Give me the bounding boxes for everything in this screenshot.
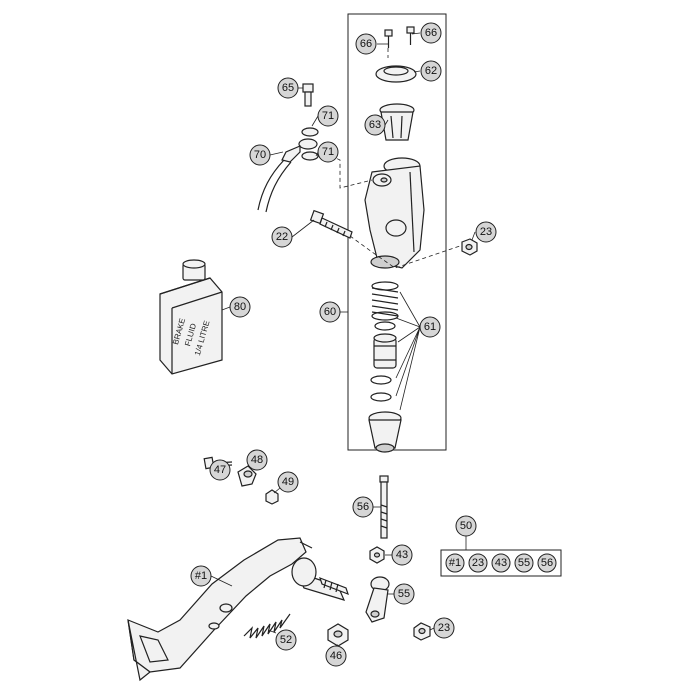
- callout-66-right: 66: [420, 22, 442, 44]
- callout-49: 49: [277, 471, 299, 493]
- bolt-22: [309, 209, 353, 239]
- svg-text:66: 66: [425, 27, 437, 39]
- callout-43: 43: [391, 544, 413, 566]
- nut-23-lower: [413, 622, 431, 641]
- bracket-61: [395, 291, 421, 411]
- pushrod-56: [379, 475, 389, 539]
- leader-lines: [210, 32, 476, 646]
- svg-text:80: 80: [234, 301, 246, 313]
- diaphragm-63: [379, 103, 415, 141]
- callout-71-bottom: 71: [317, 141, 339, 163]
- master-cylinder-body: [364, 157, 425, 269]
- svg-text:55: 55: [398, 588, 410, 600]
- kit-50-item-56: 56: [537, 553, 557, 573]
- callout-60: 60: [319, 301, 341, 323]
- reservoir-cap-62: [375, 65, 417, 83]
- svg-text:71: 71: [322, 110, 334, 122]
- brake-pedal-1: [127, 537, 349, 682]
- svg-text:47: 47: [214, 464, 226, 476]
- nut-43: [369, 546, 385, 564]
- svg-text:43: 43: [495, 557, 507, 569]
- svg-text:#1: #1: [195, 570, 207, 582]
- svg-text:43: 43: [396, 549, 408, 561]
- svg-text:62: 62: [425, 65, 437, 77]
- svg-text:50: 50: [460, 520, 472, 532]
- svg-text:23: 23: [480, 226, 492, 238]
- callout-56: 56: [352, 496, 374, 518]
- svg-text:66: 66: [360, 38, 372, 50]
- kit-50-item-1: #1: [445, 553, 465, 573]
- callout-65: 65: [277, 77, 299, 99]
- callout-22: 22: [271, 226, 293, 248]
- callout-23-upper: 23: [475, 221, 497, 243]
- svg-text:23: 23: [472, 557, 484, 569]
- banjo-bolt-65: [302, 83, 314, 107]
- callout-55: 55: [393, 583, 415, 605]
- brake-hose-70: [257, 138, 318, 213]
- callout-47: 47: [209, 459, 231, 481]
- piston: [373, 333, 397, 369]
- seal-ring-3: [370, 392, 392, 402]
- seal-ring-2: [370, 375, 392, 385]
- callout-70: 70: [249, 144, 271, 166]
- svg-text:52: 52: [280, 634, 292, 646]
- callout-63: 63: [364, 114, 386, 136]
- nut-49: [265, 489, 279, 505]
- svg-text:48: 48: [251, 454, 263, 466]
- svg-text:65: 65: [282, 82, 294, 94]
- callout-80: 80: [229, 296, 251, 318]
- screw-66-right: [406, 26, 415, 45]
- callout-62: 62: [420, 60, 442, 82]
- svg-text:56: 56: [541, 557, 553, 569]
- callout-52: 52: [275, 629, 297, 651]
- callout-46: 46: [325, 645, 347, 667]
- assembly-line-hose: [317, 149, 373, 189]
- svg-text:70: 70: [254, 149, 266, 161]
- svg-text:61: 61: [424, 321, 436, 333]
- seal-ring-1: [374, 321, 396, 331]
- svg-text:55: 55: [518, 557, 530, 569]
- washer-71-bottom: [301, 151, 319, 161]
- dust-boot: [368, 411, 402, 453]
- callout-1: #1: [190, 565, 212, 587]
- callout-48: 48: [246, 449, 268, 471]
- svg-text:46: 46: [330, 650, 342, 662]
- kit-50-item-23: 23: [468, 553, 488, 573]
- nut-46: [327, 623, 349, 647]
- svg-text:71: 71: [322, 146, 334, 158]
- return-spring-52: [243, 613, 291, 639]
- spring: [371, 281, 399, 321]
- callout-23-lower: 23: [433, 617, 455, 639]
- brake-fluid-bottle-80: BRAKE FLUID 1/4 LITRE: [159, 259, 223, 375]
- svg-text:23: 23: [438, 622, 450, 634]
- kit-50-item-43: 43: [491, 553, 511, 573]
- bushing-48: [237, 465, 257, 487]
- kit-50-item-55: 55: [514, 553, 534, 573]
- callout-50: 50: [455, 515, 477, 537]
- svg-text:49: 49: [282, 476, 294, 488]
- svg-text:22: 22: [276, 231, 288, 243]
- callout-61: 61: [419, 316, 441, 338]
- screw-66-left: [384, 29, 393, 48]
- svg-text:56: 56: [357, 501, 369, 513]
- callout-66-left: 66: [355, 33, 377, 55]
- clevis-55: [365, 576, 390, 623]
- svg-text:63: 63: [369, 119, 381, 131]
- washer-71-top: [301, 127, 319, 137]
- svg-text:#1: #1: [449, 557, 461, 569]
- kit-50-frame: [440, 549, 562, 577]
- nut-23-upper: [461, 238, 478, 256]
- callout-71-top: 71: [317, 105, 339, 127]
- svg-text:60: 60: [324, 306, 336, 318]
